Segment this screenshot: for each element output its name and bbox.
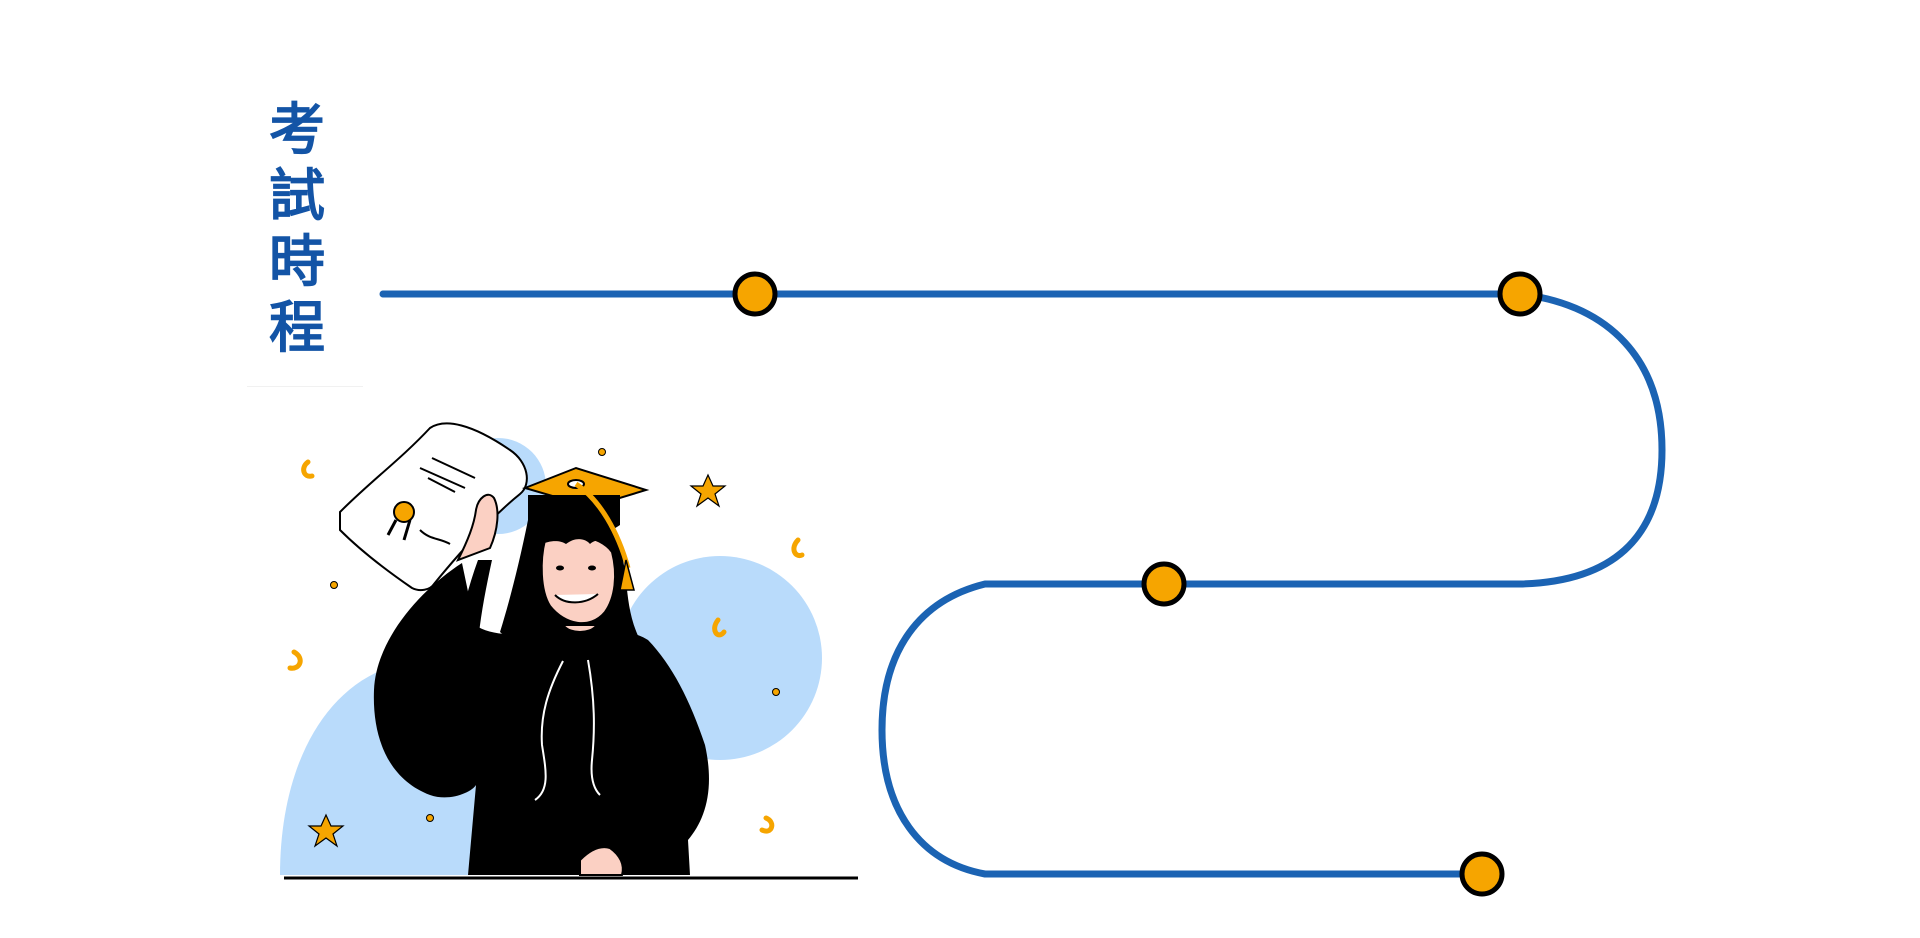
graduation-cap-icon [521, 466, 650, 591]
timeline-marker-3 [1141, 561, 1187, 607]
face [540, 533, 617, 625]
diploma-icon [339, 422, 528, 592]
neck [563, 625, 597, 633]
confetti-dot [330, 581, 338, 589]
confetti-swirl [287, 649, 303, 671]
star-icon [307, 813, 345, 848]
confetti-swirl [712, 617, 727, 638]
raised-arm [456, 560, 492, 690]
confetti-dot [426, 814, 434, 822]
page-title: 考 試 時 程 [269, 98, 325, 361]
gown-lines [534, 659, 601, 801]
confetti [287, 448, 805, 848]
timeline-marker-4 [1459, 851, 1505, 897]
hand [455, 493, 499, 562]
confetti-swirl [301, 459, 315, 479]
confetti-swirl [791, 537, 805, 558]
lower-hand [579, 846, 624, 876]
timeline-marker-1 [732, 271, 778, 317]
confetti-swirl [759, 815, 775, 834]
timeline-path [379, 290, 1666, 878]
title-divider [247, 386, 363, 387]
confetti-dot [598, 448, 606, 456]
graduate-illustration [280, 422, 858, 880]
confetti-dot [772, 688, 780, 696]
star-icon [689, 473, 727, 508]
timeline-marker-2 [1497, 271, 1543, 317]
